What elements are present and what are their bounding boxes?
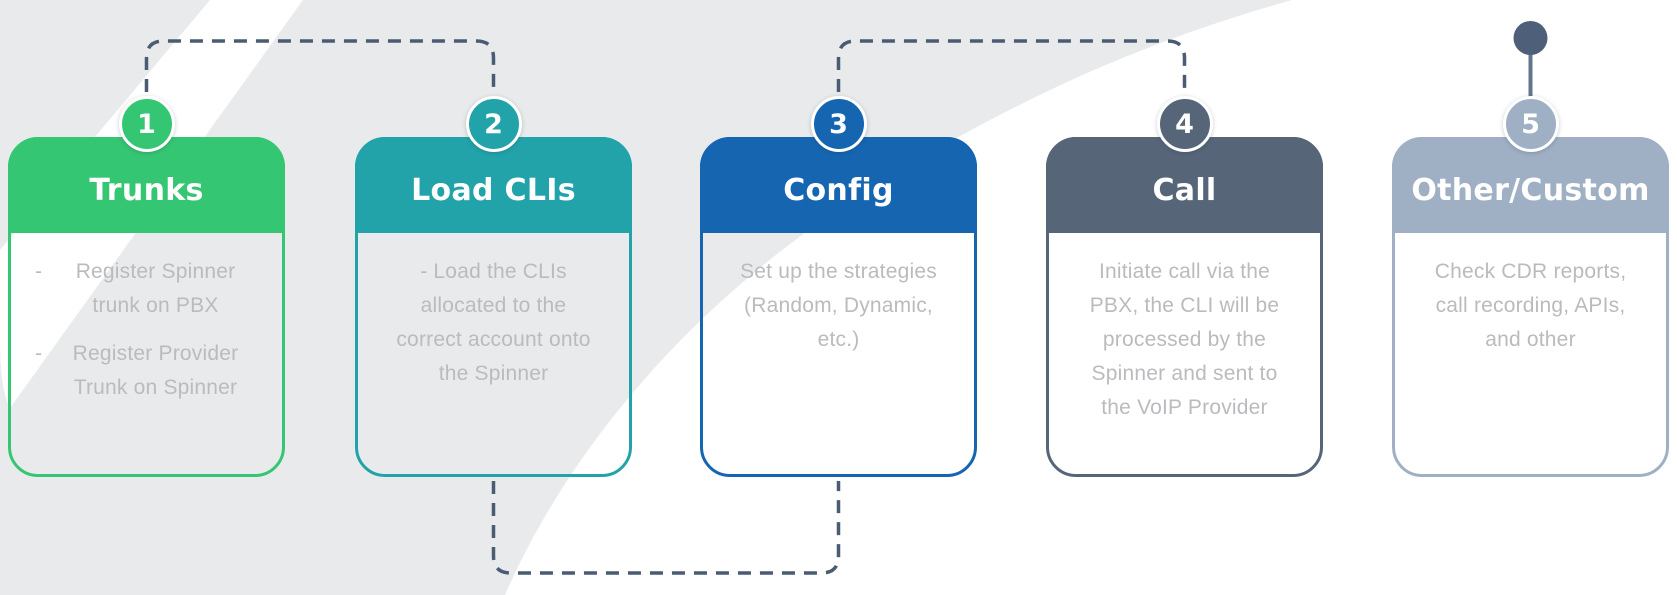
step-header: Other/Custom (1392, 137, 1669, 233)
list-item-text: - Load the CLIs allocated to the correct… (396, 260, 591, 385)
list-item: - Load the CLIs allocated to the correct… (382, 255, 605, 391)
step-title: Config (783, 172, 894, 208)
step-card-load-clis: 2 Load CLIs - Load the CLIs allocated to… (355, 96, 632, 477)
list-item: Initiate call via the PBX, the CLI will … (1073, 255, 1296, 425)
step-number-badge: 4 (1156, 96, 1213, 152)
step-title: Trunks (89, 172, 204, 208)
step-body: Initiate call via the PBX, the CLI will … (1049, 233, 1320, 474)
step-body: Check CDR reports, call recording, APIs,… (1395, 233, 1666, 474)
list-item-text: Set up the strategies (Random, Dynamic, … (740, 260, 937, 351)
step-body: - Register Spinner trunk on PBX - Regist… (11, 233, 282, 474)
list-item: Check CDR reports, call recording, APIs,… (1419, 255, 1642, 357)
step-number: 5 (1521, 108, 1540, 140)
pin-dot (1513, 21, 1548, 55)
step-title: Call (1152, 172, 1217, 208)
step-number-badge: 1 (118, 96, 175, 152)
step-number-badge: 3 (810, 96, 867, 152)
step-card-trunks: 1 Trunks - Register Spinner trunk on PBX… (8, 96, 285, 477)
step-body: Set up the strategies (Random, Dynamic, … (703, 233, 974, 474)
list-item-text: Register Provider Trunk on Spinner (72, 342, 239, 399)
step-number: 3 (829, 108, 848, 140)
step-card-other-custom: 5 Other/Custom Check CDR reports, call r… (1392, 96, 1669, 477)
step-card-call: 4 Call Initiate call via the PBX, the CL… (1046, 96, 1323, 477)
step-header: Load CLIs (355, 137, 632, 233)
step-body: - Load the CLIs allocated to the correct… (358, 233, 629, 474)
step-title: Other/Custom (1411, 172, 1650, 208)
step-number: 1 (137, 108, 156, 140)
step-header: Trunks (8, 137, 285, 233)
list-item: Set up the strategies (Random, Dynamic, … (727, 255, 950, 357)
step-number: 4 (1175, 108, 1194, 140)
list-item-text: Check CDR reports, call recording, APIs,… (1434, 260, 1627, 351)
list-item: - Register Provider Trunk on Spinner (35, 337, 258, 405)
step-number: 2 (484, 108, 503, 140)
list-item-text: Register Spinner trunk on PBX (75, 260, 236, 317)
step-number-badge: 2 (465, 96, 522, 152)
bullet-dash: - (35, 342, 42, 365)
list-item: - Register Spinner trunk on PBX (35, 255, 258, 323)
list-item-text: Initiate call via the PBX, the CLI will … (1089, 260, 1280, 419)
step-card-config: 3 Config Set up the strategies (Random, … (700, 96, 977, 477)
background-swoosh (505, 0, 1677, 595)
step-number-badge: 5 (1502, 96, 1559, 152)
step-title: Load CLIs (411, 172, 576, 208)
step-header: Call (1046, 137, 1323, 233)
step-header: Config (700, 137, 977, 233)
bullet-dash: - (35, 260, 42, 283)
